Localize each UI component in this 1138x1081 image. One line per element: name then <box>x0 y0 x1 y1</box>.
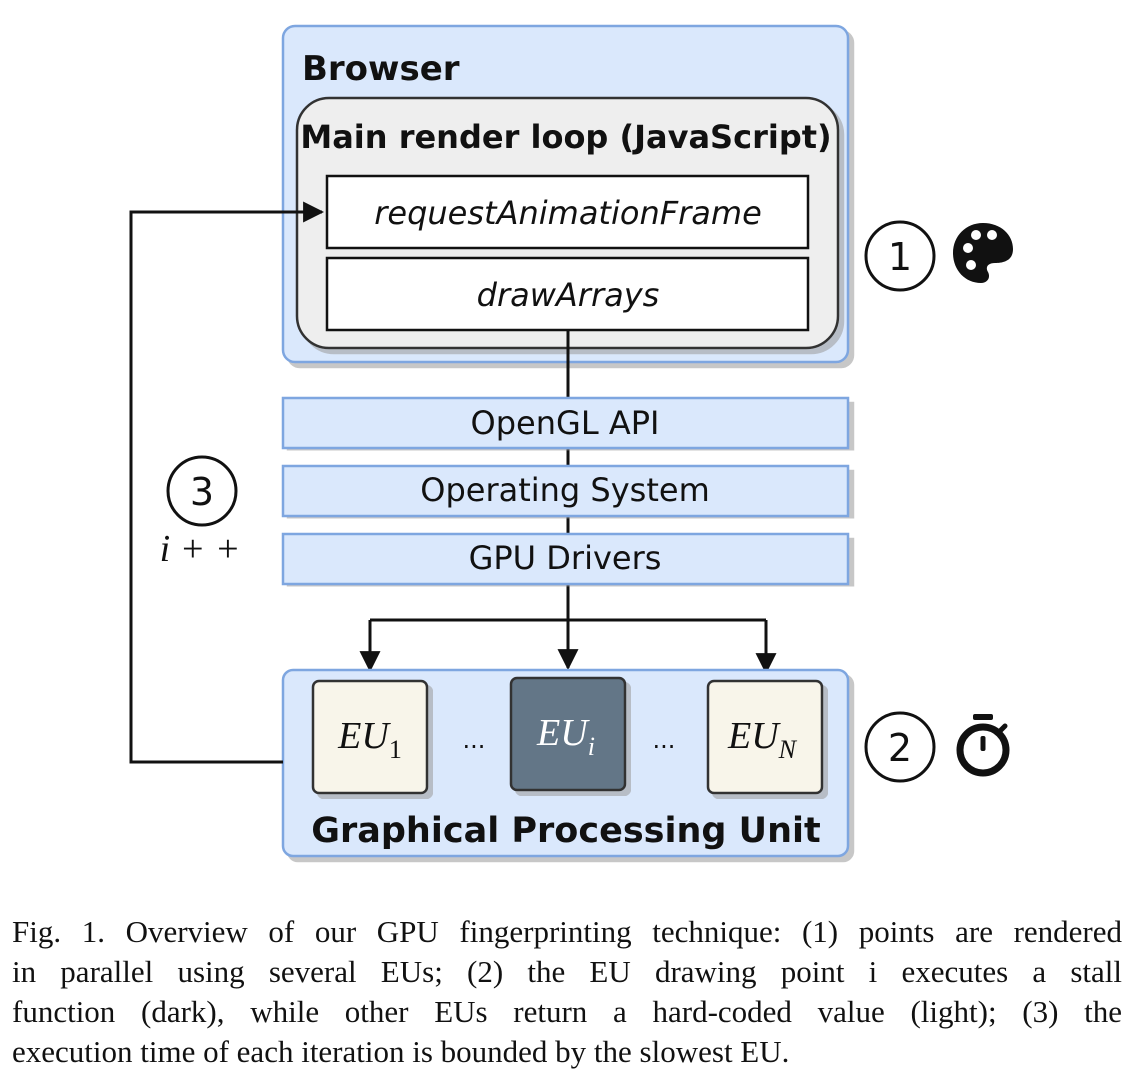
layer-opengl-box <box>281 396 850 450</box>
dispatch-arrows <box>359 618 777 675</box>
eu-1-base: EU <box>337 715 391 757</box>
stopwatch-icon <box>956 714 1010 777</box>
eu-n-base: EU <box>727 715 781 757</box>
marker-2-number: 2 <box>888 726 912 770</box>
caption-line-3: function (dark), while other EUs return … <box>12 994 1122 1029</box>
gpu-panel: Graphical Processing Unit EU1 ... EUi ..… <box>281 668 850 858</box>
svg-text:EUN: EUN <box>727 715 798 764</box>
svg-text:EUi: EUi <box>536 712 595 761</box>
execution-unit-n: EUN <box>706 679 824 795</box>
eu-n-sub: N <box>778 735 798 764</box>
layer-operating-system: Operating System <box>420 471 709 509</box>
browser-title: Browser <box>302 49 460 89</box>
gpu-fingerprinting-diagram: Browser Main render loop (JavaScript) re… <box>129 24 1013 858</box>
figure-caption: Fig. 1. Overview of our GPU fingerprinti… <box>12 912 1122 1072</box>
step-request-animation-frame: requestAnimationFrame <box>374 194 762 232</box>
eu-1-sub: 1 <box>389 735 402 764</box>
marker-1: 1 <box>864 220 936 292</box>
layer-stack: OpenGL API Operating System GPU Drivers <box>281 396 850 586</box>
svg-text:EU1: EU1 <box>337 715 402 764</box>
layer-drivers-box <box>281 532 850 586</box>
ellipsis-right: ... <box>653 726 676 754</box>
layer-opengl-api: OpenGL API <box>471 404 660 442</box>
step-request-animation-frame-box <box>325 174 810 250</box>
gpu-title: Graphical Processing Unit <box>311 811 820 851</box>
iteration-increment-label: i + + <box>160 528 241 570</box>
palette-icon <box>953 223 1013 283</box>
caption-line-4: execution time of each iteration is boun… <box>12 1034 790 1069</box>
execution-unit-1: EU1 <box>311 679 429 795</box>
eu-i-base: EU <box>536 712 590 754</box>
layer-gpu-drivers: GPU Drivers <box>469 539 662 577</box>
marker-3: 3 <box>166 455 238 527</box>
caption-line-2: in parallel using several EUs; (2) the E… <box>12 954 1122 989</box>
render-loop-title: Main render loop (JavaScript) <box>300 118 831 156</box>
eu-i-sub: i <box>588 732 595 761</box>
feedback-loop-arrow <box>129 201 325 764</box>
caption-line-1: Fig. 1. Overview of our GPU fingerprinti… <box>12 914 1122 949</box>
ellipsis-left: ... <box>463 726 486 754</box>
render-loop-panel: Main render loop (JavaScript) requestAni… <box>295 96 840 350</box>
execution-unit-i: EUi <box>509 676 627 792</box>
marker-3-number: 3 <box>190 470 214 514</box>
marker-2: 2 <box>864 711 936 783</box>
step-draw-arrays: drawArrays <box>477 276 660 314</box>
marker-1-number: 1 <box>888 235 912 279</box>
layer-os-box <box>281 464 850 518</box>
